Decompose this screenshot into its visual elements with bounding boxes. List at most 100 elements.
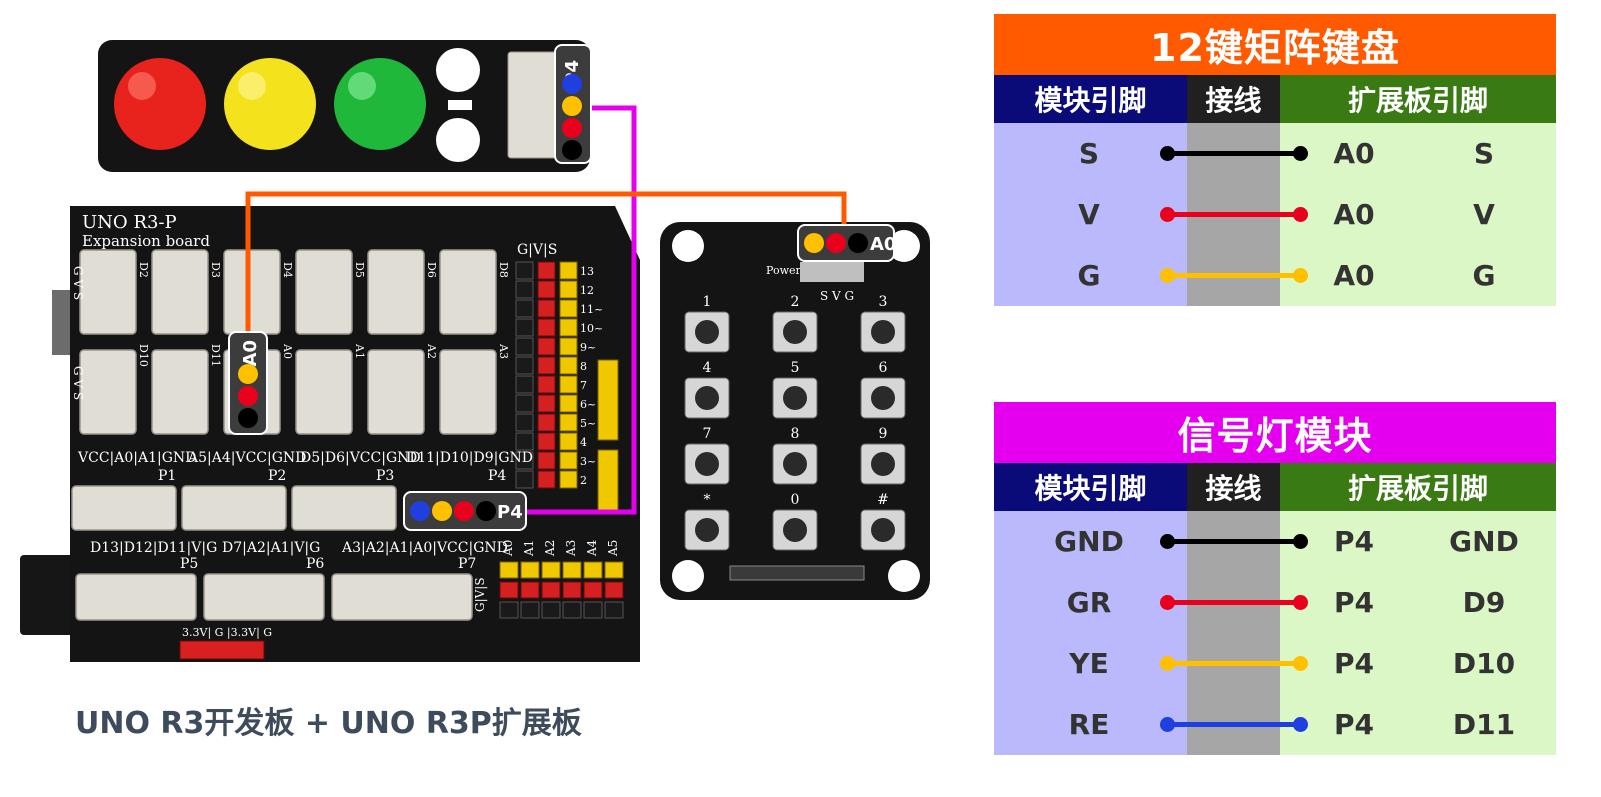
port-cell: A0 (1333, 137, 1375, 170)
header-pin-v (537, 432, 556, 451)
p5-name-label: P5 (180, 556, 198, 572)
p4-name-label: P4 (488, 468, 506, 484)
keypad-key-label: 1 (703, 294, 712, 310)
pin-number-label: 3~ (580, 455, 596, 468)
header-pin-s (559, 451, 578, 470)
module-pin-cell: GR (1066, 586, 1112, 619)
header-pin-s (559, 337, 578, 356)
header-pin-v (537, 337, 556, 356)
table-header: 模块引脚 接线 扩展板引脚 (994, 463, 1556, 511)
p1-p4-connectors (71, 485, 397, 531)
keypad-key-label: * (704, 492, 711, 508)
port-cell: P4 (1333, 708, 1374, 741)
mount-hole (888, 560, 920, 592)
analog-gvs-label: G|V|S (473, 577, 487, 612)
shield-p4-tag: P4 (403, 491, 527, 531)
shield-a0-tag-label: A0 (240, 340, 261, 366)
keypad-port-tag: A0 (797, 224, 896, 262)
header-pin-v (537, 375, 556, 394)
p7-name-label: P7 (458, 556, 476, 572)
port-label-a0: A0 (281, 343, 294, 359)
analog-pin-v (583, 581, 603, 599)
keypad-wire (245, 191, 847, 356)
header-pin-g (515, 451, 534, 470)
table-row: RE P4 D11 (994, 694, 1556, 755)
pin-number-label: 10~ (580, 322, 603, 335)
table-row: YE P4 D10 (994, 633, 1556, 694)
analog-pin-g (583, 601, 603, 619)
wire-connector-icon (1160, 534, 1308, 549)
keypad-key-label: 2 (791, 294, 800, 310)
analog-pin-header (499, 561, 624, 619)
mount-hole (436, 118, 480, 162)
table-body: S A0 S V A0 V G A0 G (994, 123, 1556, 306)
header-pin-s (559, 318, 578, 337)
p2-name-label: P2 (268, 468, 286, 484)
keypad-key-button (871, 320, 895, 344)
analog-label: A2 (543, 540, 557, 557)
module-pin-cell: G (1077, 259, 1101, 292)
board-caption: UNO R3开发板 + UNO R3P扩展板 (75, 706, 582, 741)
p3-name-label: P3 (376, 468, 394, 484)
analog-pin-v (541, 581, 561, 599)
keypad-key-label: 7 (703, 426, 712, 442)
header-pin-s (559, 413, 578, 432)
traffic-light-port-tag: P4 (554, 44, 592, 164)
header-pin-g (515, 470, 534, 489)
header-pin-g (515, 432, 534, 451)
pin-number-label: 5~ (580, 417, 596, 430)
header-pin-v (537, 451, 556, 470)
keypad-connector (800, 262, 864, 282)
header-pin-g (515, 299, 534, 318)
header-module-pin: 模块引脚 (994, 75, 1187, 123)
header-pin-s (559, 470, 578, 489)
mount-hole (672, 560, 704, 592)
analog-pin-v (562, 581, 582, 599)
shield-p4-tag-label: P4 (497, 502, 523, 523)
keypad-key-label: 6 (879, 360, 888, 376)
analog-pin-v (520, 581, 540, 599)
analog-label: A5 (606, 540, 620, 557)
header-module-pin: 模块引脚 (994, 463, 1187, 511)
keypad-key-button (871, 452, 895, 476)
traffic-light-connector (507, 51, 561, 159)
analog-pin-g (520, 601, 540, 619)
mount-hole (672, 230, 704, 262)
mount-hole (888, 230, 920, 262)
pin-number-label: 6~ (580, 398, 596, 411)
analog-label: A0 (501, 540, 515, 557)
header-ext-pin: 扩展板引脚 (1280, 75, 1556, 123)
keypad-key-button (695, 452, 719, 476)
shield-a0-tag: A0 (228, 331, 268, 435)
pin-number-label: 7 (580, 379, 587, 392)
red-led (114, 58, 206, 150)
traffic-light-module (98, 40, 590, 172)
keypad-key-label: 3 (879, 294, 888, 310)
p4-pins-label: D11|D10|D9|GND (406, 450, 533, 466)
keypad-key-button (695, 320, 719, 344)
signal-cell: S (1473, 137, 1495, 170)
analog-pin-v (499, 581, 519, 599)
signal-cell: D11 (1452, 708, 1516, 741)
keypad-wiring-table: 12键矩阵键盘 模块引脚 接线 扩展板引脚 S A0 S V A0 V G A0… (994, 14, 1556, 306)
wire-connector-icon (1160, 595, 1308, 610)
header-pin-g (515, 318, 534, 337)
port-label-a1: A1 (353, 343, 366, 359)
port-label-d4: D4 (281, 262, 294, 278)
board-subtitle: Expansion board (82, 232, 210, 250)
analog-pin-g (541, 601, 561, 619)
analog-pin-v (604, 581, 624, 599)
wire-connector-icon (1160, 717, 1308, 732)
keypad-edge-pads (729, 565, 865, 581)
p2-pins-label: A5|A4|VCC|GND (187, 450, 306, 466)
keypad-key-button (783, 320, 807, 344)
keypad-key-label: 9 (879, 426, 888, 442)
keypad-power-label: Power (766, 264, 802, 277)
port-label-d8: D8 (497, 262, 510, 278)
power-header-label: 3.3V| G |3.3V| G (182, 626, 272, 640)
pin-number-label: 13 (580, 265, 594, 278)
table-title: 信号灯模块 (994, 402, 1556, 463)
header-pin-v (537, 394, 556, 413)
